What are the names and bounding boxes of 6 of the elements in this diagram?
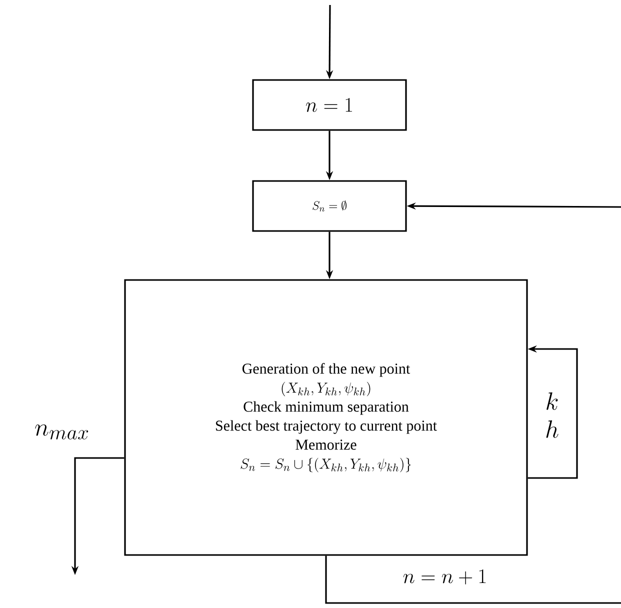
process-box: Generation of the new point $(X_{kh}, Y_{kh}, \psi_{kh})$ Check minimum separation Select best trajectory to current point Memorize $S_n = S_n \cup \{(X_{kh}, Y_{kh}, \psi_{kh})\}$ — [124, 279, 528, 556]
edge-label: $n = n + 1$ — [402, 568, 488, 586]
process-box: $S_n = \emptyset$ — [252, 180, 407, 232]
process-box: $n = 1$ — [252, 79, 407, 131]
edge-label: $\begin{array}{c}k\\h\end{array}$ — [539, 389, 566, 447]
edge-label: $n_{max}$ — [34, 424, 90, 440]
